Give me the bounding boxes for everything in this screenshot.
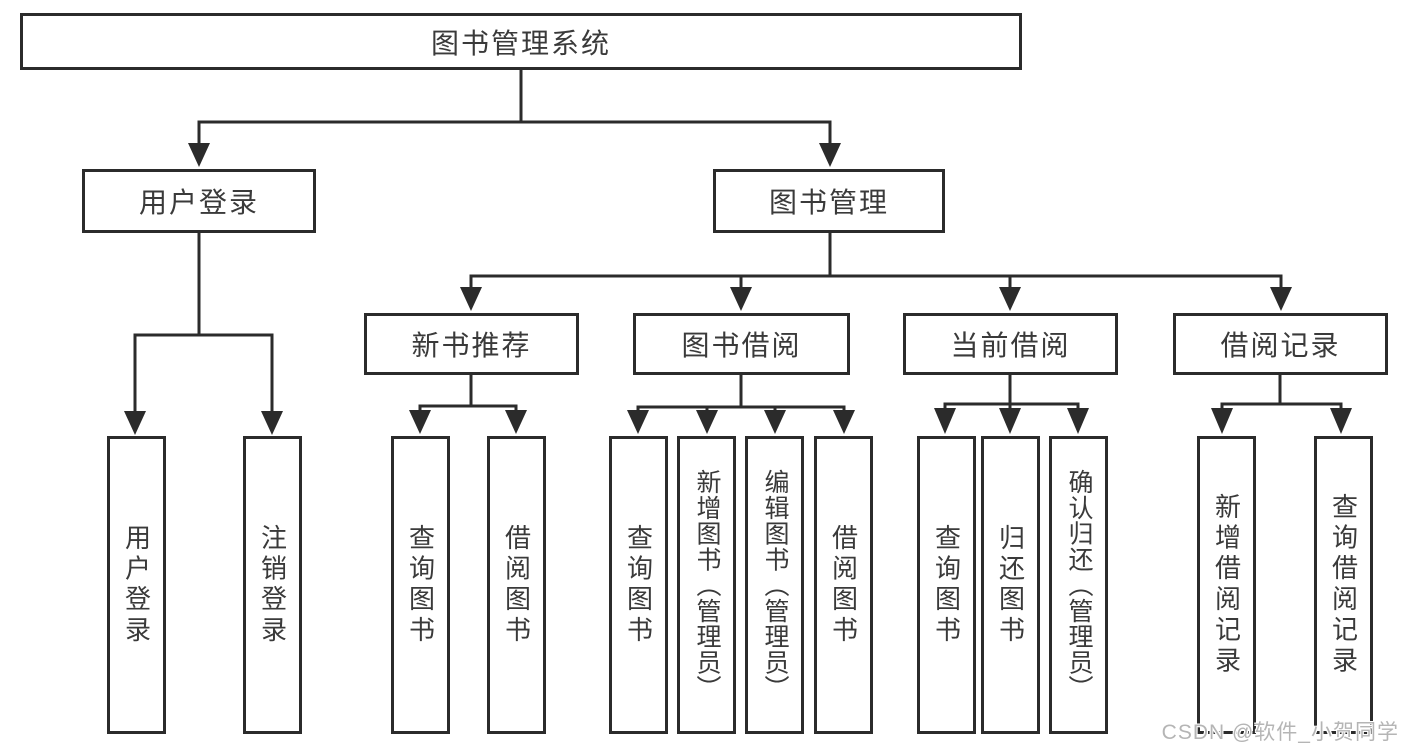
- node-library-system: 图书管理系统: [20, 13, 1022, 70]
- node-borrow-record: 借阅记录: [1173, 313, 1388, 375]
- node-library-system-label: 图书管理系统: [430, 27, 611, 59]
- leaf-query-books-label: 查询图书: [931, 523, 962, 647]
- leaf-query-books: 查询图书: [391, 436, 450, 734]
- leaf-confirm-return-admin: 确认归还（管理员）: [1049, 436, 1108, 734]
- leaf-borrow-books-label: 借阅图书: [501, 523, 532, 647]
- leaf-logout: 注销登录: [243, 436, 302, 734]
- leaf-add-borrow-record: 新增借阅记录: [1197, 436, 1256, 734]
- leaf-query-books: 查询图书: [917, 436, 976, 734]
- leaf-borrow-books: 借阅图书: [814, 436, 873, 734]
- leaf-confirm-return-admin-label: 确认归还（管理员）: [1065, 469, 1093, 701]
- leaf-edit-books-admin: 编辑图书（管理员）: [745, 436, 804, 734]
- leaf-return-books: 归还图书: [981, 436, 1040, 734]
- node-borrow-record-label: 借阅记录: [1220, 330, 1341, 361]
- leaf-query-books: 查询图书: [609, 436, 668, 734]
- node-user-login: 用户登录: [82, 169, 316, 233]
- leaf-user-login: 用户登录: [107, 436, 166, 734]
- leaf-add-books-admin-label: 新增图书（管理员）: [693, 469, 721, 701]
- leaf-logout-label: 注销登录: [257, 523, 288, 647]
- node-user-login-label: 用户登录: [138, 187, 259, 218]
- leaf-query-books-label: 查询图书: [623, 523, 654, 647]
- leaf-borrow-books: 借阅图书: [487, 436, 546, 734]
- node-book-management: 图书管理: [713, 169, 945, 233]
- node-book-management-label: 图书管理: [768, 187, 889, 218]
- node-book-borrow: 图书借阅: [633, 313, 850, 375]
- arrowheads: [124, 143, 1352, 435]
- leaf-user-login-label: 用户登录: [121, 523, 152, 647]
- node-new-book-recommend-label: 新书推荐: [411, 330, 532, 361]
- leaf-edit-books-admin-label: 编辑图书（管理员）: [761, 469, 789, 701]
- node-new-book-recommend: 新书推荐: [364, 313, 579, 375]
- node-book-borrow-label: 图书借阅: [681, 330, 802, 361]
- leaf-query-borrow-record-label: 查询借阅记录: [1328, 492, 1359, 678]
- watermark: CSDN @软件_小贺同学: [1161, 721, 1399, 744]
- leaf-query-books-label: 查询图书: [405, 523, 436, 647]
- leaf-query-borrow-record: 查询借阅记录: [1314, 436, 1373, 734]
- leaf-add-books-admin: 新增图书（管理员）: [677, 436, 736, 734]
- node-current-borrow: 当前借阅: [903, 313, 1118, 375]
- node-current-borrow-label: 当前借阅: [950, 330, 1071, 361]
- leaf-borrow-books-label: 借阅图书: [828, 523, 859, 647]
- leaf-return-books-label: 归还图书: [995, 523, 1026, 647]
- leaf-add-borrow-record-label: 新增借阅记录: [1211, 492, 1242, 678]
